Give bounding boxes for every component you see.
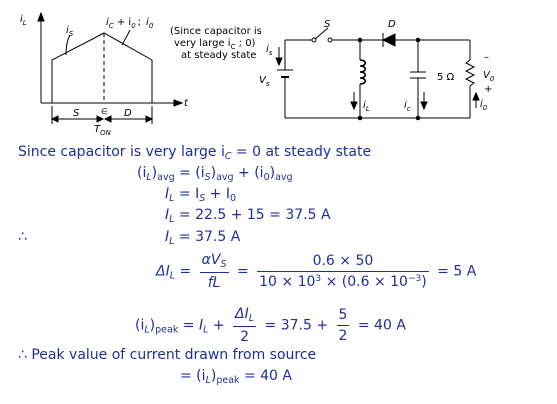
ic-arrow-icon [420,101,428,111]
ton-symbol: ∈ [101,107,108,116]
s-left-arrow-icon [50,115,59,123]
diode-label: D [388,19,396,30]
waveform-s-label: S [73,108,80,119]
equation-delta-il: ΔIL = αVS fL = 0.6 × 50 10 × 103 × (0.6 … [156,252,477,291]
switch-contact-right [327,37,333,43]
is-arrow-icon [275,57,283,67]
waveform-y-label: iL [20,14,27,27]
switch-contact-left [311,37,317,43]
switch-label: S [324,19,331,30]
resistor-label: 5 Ω [437,72,455,83]
switch-blade [314,27,329,40]
waveform-d-label: D [124,108,132,119]
fraction-alpha-vs: αVS fL [199,252,229,291]
ic-label: ic [404,100,411,113]
therefore-symbol: ∴ [18,229,27,245]
waveform-t-label: t [184,98,189,109]
is-label: is [266,44,273,57]
x-axis-arrow-icon [173,99,184,107]
circuit-diagram [275,27,480,121]
d-right-arrow-icon [145,115,154,123]
fraction-numeric: 0.6 × 50 10 × 103 × (0.6 × 10−3) [257,253,429,290]
v0-minus: – [484,52,489,63]
i0-arrow-icon [472,91,480,101]
final-equation: = (iL)peak = 40 A [180,368,292,386]
ic-pointer [121,29,131,46]
fraction-five-half: 5 2 [336,307,350,344]
equation-peak: (iL)peak = IL + ΔIL 2 = 37.5 + 5 2 = 40 … [135,306,406,345]
equation-avg: (iL)avg = (iS)avg + (i0)avg [137,165,293,183]
intro-line: Since capacitor is very large iC = 0 at … [18,144,372,162]
i0-label: i0 [480,99,488,112]
note-line-3: at steady state [181,50,256,61]
v0-plus: + [484,84,492,95]
resistor-icon [464,59,476,87]
waveform-is-label: iS [66,25,74,38]
is-pointer [65,34,71,56]
equation-il-value: IL = 22.5 + 15 = 37.5 A [165,207,331,225]
fraction-delta-il-half: ΔIL 2 [233,306,257,345]
v0-label: V0 [483,70,495,83]
ton-label: TON [94,124,112,137]
note-line-2: very large iC ; 0) [174,38,256,51]
diode-icon [381,33,396,47]
il-label: iL [363,100,370,113]
waveform-plot [37,11,184,124]
figure: iL iS iC + i0;i0 t S D ∈ TON (Since capa… [20,11,495,137]
note-line-1: (Since capacitor is [170,26,262,37]
equation-il-result: IL = 37.5 A [165,229,241,247]
s-right-arrow-icon [96,115,105,123]
d-left-arrow-icon [103,115,112,123]
y-axis-arrow-icon [37,11,45,22]
waveform-ic-label: iC + i0;i0 [106,17,154,30]
peak-statement: ∴ Peak value of current drawn from sourc… [18,347,317,363]
inductor-icon [359,59,367,85]
il-arrow-icon [350,101,358,111]
equation-il-sum: IL = IS + I0 [165,186,237,204]
vs-label: Vs [259,75,270,88]
